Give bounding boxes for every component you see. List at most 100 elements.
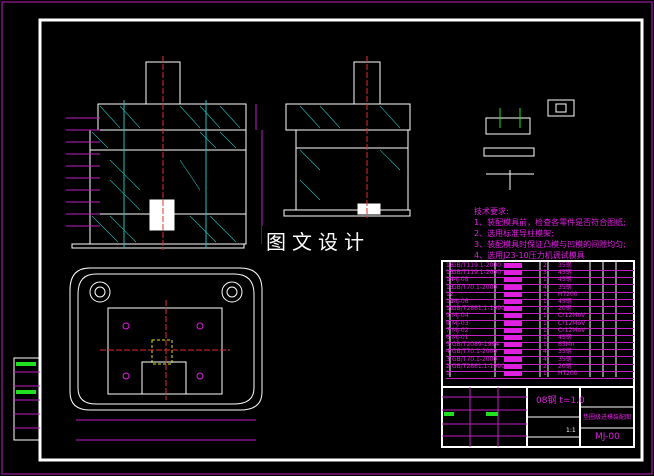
parts-material: HT200 — [558, 370, 578, 377]
parts-name-block — [504, 327, 522, 333]
parts-no: 1 — [446, 370, 450, 377]
leader-lines — [66, 104, 263, 244]
parts-code: MJ-01 — [452, 334, 469, 341]
parts-qty: 2 — [543, 305, 547, 313]
parts-material: 35钢 — [558, 283, 572, 291]
parts-list-row: 1 1 HT200 — [446, 370, 634, 379]
parts-code: MJ-02 — [452, 326, 469, 334]
parts-material: 35钢 — [558, 355, 572, 363]
front-section-view — [71, 56, 247, 250]
drawing-name: 垫圈级进模装配图 — [583, 414, 632, 421]
parts-qty: 4 — [543, 355, 547, 363]
parts-qty: 1 — [543, 326, 547, 334]
parts-code: MJ-04 — [452, 312, 469, 320]
parts-no: 12 — [446, 290, 454, 298]
side-section-view — [283, 56, 411, 218]
parts-code: GB/T2861.1-1990 — [452, 362, 505, 370]
parts-no: 3 — [446, 355, 450, 363]
tech-requirement-1: 1、装配模具前，检查各零件是否符合图纸; — [474, 218, 626, 227]
parts-code: GB/T70.1-2000 — [452, 283, 498, 291]
parts-no: 16 — [446, 262, 454, 269]
parts-no: 11 — [446, 298, 454, 305]
material-spec: 08钢 t=1.0 — [536, 396, 585, 406]
watermark-text: 图文设计 — [262, 226, 374, 255]
parts-no: 8 — [446, 319, 450, 327]
parts-name-block — [504, 356, 522, 362]
parts-material: 20钢 — [558, 305, 572, 313]
parts-code: GB/T119.1-2000 — [452, 269, 502, 277]
left-margin-table — [13, 357, 41, 441]
parts-qty: 1 — [543, 341, 547, 349]
parts-no: 2 — [446, 362, 450, 370]
parts-material: 45钢 — [558, 298, 572, 305]
tech-requirement-3: 3、装配模具时保证凸模与凹模的间隙均匀; — [474, 240, 626, 249]
title-block-frame — [441, 260, 635, 448]
parts-qty: 3 — [543, 269, 547, 277]
parts-no: 4 — [446, 348, 450, 356]
parts-name-block — [504, 371, 522, 376]
parts-name-block — [504, 349, 522, 355]
parts-no: 15 — [446, 269, 454, 277]
parts-qty: 4 — [543, 348, 547, 356]
parts-qty: 1 — [543, 370, 547, 377]
parts-material: HT200 — [558, 290, 578, 298]
parts-code: GB/T2089-1994 — [452, 341, 500, 349]
parts-no: 7 — [446, 326, 450, 334]
parts-name-block — [504, 299, 522, 304]
parts-code: GB/T2861.1-1990 — [452, 305, 505, 313]
parts-name-block — [504, 277, 522, 283]
parts-name-block — [504, 313, 522, 319]
parts-qty: 2 — [543, 362, 547, 370]
parts-code: GB/T70.1-2000 — [452, 355, 498, 363]
workpiece-strip-view — [483, 99, 575, 190]
parts-qty: 1 — [543, 334, 547, 341]
parts-code: GB/T119.1-2000 — [452, 262, 502, 269]
parts-name-block — [504, 291, 522, 297]
parts-name-block — [504, 320, 522, 326]
parts-code: MJ-03 — [452, 319, 469, 327]
parts-name-block — [504, 263, 522, 268]
parts-material: Cr12MoV — [558, 312, 586, 320]
parts-material: Cr12MoV — [558, 319, 586, 327]
tech-requirement-4: 4、选用J23-10压力机调试模具 — [474, 251, 585, 260]
parts-name-block — [504, 363, 522, 369]
parts-code: MJ-06 — [452, 298, 469, 305]
parts-material: 20钢 — [558, 362, 572, 370]
parts-name-block — [504, 284, 522, 290]
parts-code: MJ-08 — [452, 276, 469, 284]
parts-name-block — [504, 335, 522, 340]
tech-requirement-2: 2、选用标准导柱模架; — [474, 229, 554, 238]
plan-view — [69, 267, 263, 441]
parts-name-block — [504, 342, 522, 348]
drawing-frame — [38, 18, 644, 462]
parts-name-block — [504, 270, 522, 276]
parts-material: 45钢 — [558, 269, 572, 277]
parts-material: 45钢 — [558, 334, 572, 341]
parts-qty: 2 — [543, 262, 547, 269]
parts-qty: 1 — [543, 298, 547, 305]
parts-material: Cr12MoV — [558, 326, 586, 334]
parts-no: 9 — [446, 312, 450, 320]
tech-requirements-title: 技术要求: — [474, 207, 509, 216]
parts-qty: 1 — [543, 276, 547, 284]
parts-material: 35钢 — [558, 348, 572, 356]
parts-material: 65Mn — [558, 341, 575, 349]
parts-no: 6 — [446, 334, 450, 341]
parts-qty: 1 — [543, 312, 547, 320]
